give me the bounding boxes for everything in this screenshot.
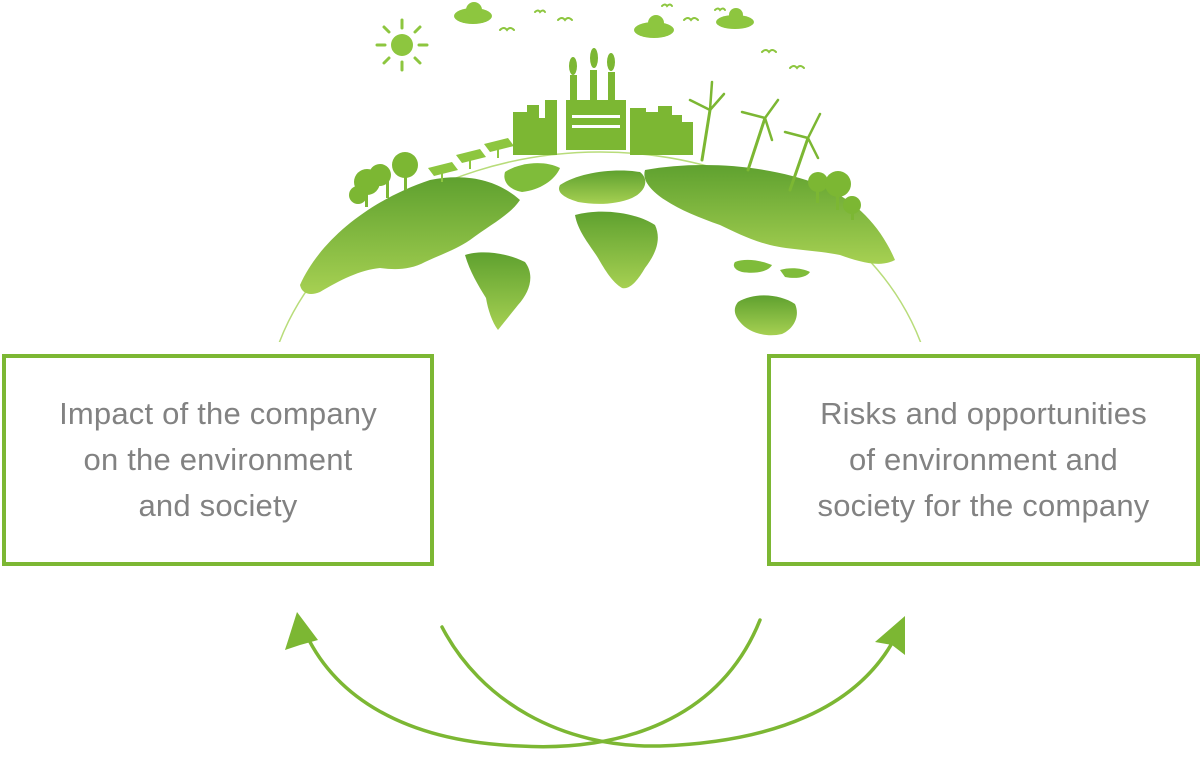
impact-box: Impact of the company on the environment… xyxy=(2,354,434,566)
birds-icon xyxy=(499,3,805,70)
risks-line-3: society for the company xyxy=(817,488,1150,523)
trees-right-icon xyxy=(808,171,861,220)
solar-panels-icon xyxy=(428,138,514,182)
impact-box-text: Impact of the company on the environment… xyxy=(59,391,377,529)
city-buildings-icon xyxy=(513,100,557,155)
risks-line-2: of environment and xyxy=(848,442,1118,477)
arrow-head-left-icon xyxy=(285,612,318,650)
risks-box: Risks and opportunities of environment a… xyxy=(767,354,1200,566)
wind-turbines-icon xyxy=(688,80,822,192)
risks-box-text: Risks and opportunities of environment a… xyxy=(818,391,1150,529)
impact-line-3: and society xyxy=(138,488,298,523)
factory-icon xyxy=(566,48,626,150)
cloud-icon xyxy=(454,2,754,38)
risks-line-1: Risks and opportunities xyxy=(820,396,1147,431)
arrow-head-right-icon xyxy=(875,616,905,655)
arrow-curve-to-right xyxy=(440,625,900,748)
impact-line-1: Impact of the company xyxy=(59,396,377,431)
arrow-curve-to-left xyxy=(298,618,762,749)
cycle-arrows xyxy=(298,618,900,749)
sun-icon xyxy=(375,18,429,72)
globe-icon xyxy=(278,151,922,342)
impact-line-2: on the environment xyxy=(83,442,353,477)
city-buildings-right-icon xyxy=(630,106,693,155)
trees-left-icon xyxy=(349,152,418,207)
